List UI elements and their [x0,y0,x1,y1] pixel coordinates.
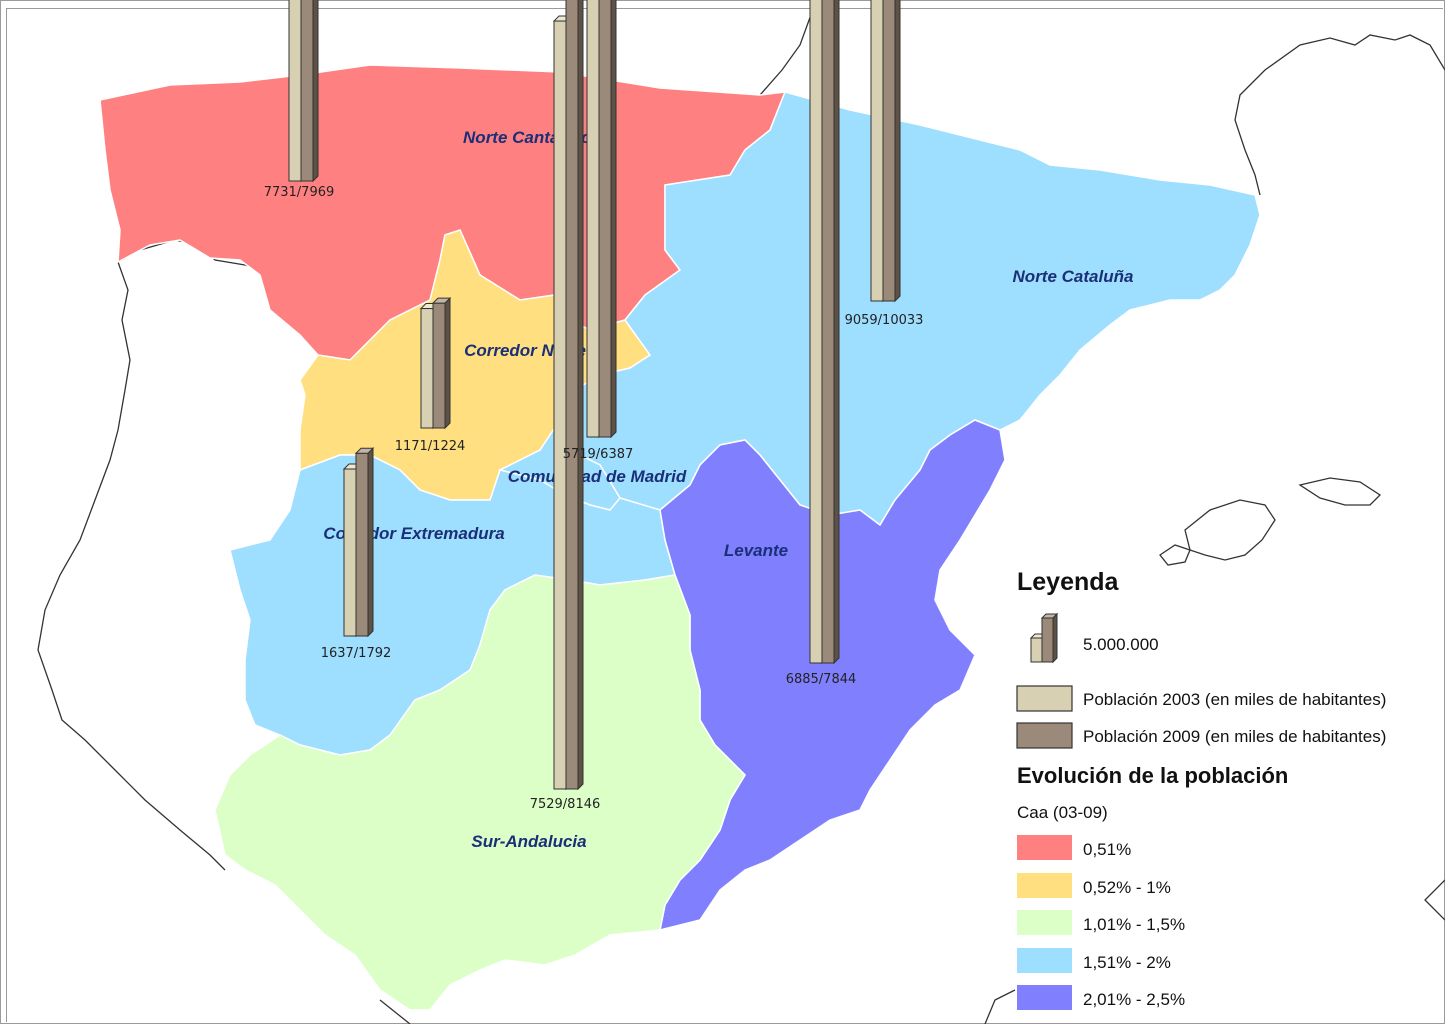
bar-2003-corredor-norte [420,308,434,429]
ibiza-island [1159,544,1191,566]
legend: Leyenda 5.000.000 Población 2003 (en mil… [1016,568,1386,1010]
label-sur-andalucia: Sur-Andalucia [471,832,586,851]
bar-2009-norte-cantabrico-side [312,0,319,183]
pop-label-corredor-norte: 1171/1224 [395,439,466,454]
bar-2009-corredor-norte-side [444,296,451,430]
bar-2009-corredor-extremadura-side [367,447,374,638]
pop-label-comunidad-madrid: 5719/6387 [563,447,634,462]
pop-label-norte-cataluna: 9059/10033 [845,313,924,328]
pop-label-levante: 6885/7844 [786,672,857,687]
regions [99,64,1261,1011]
legend-class-swatch-2 [1017,910,1072,935]
gibraltar-coast [379,999,411,1024]
bar-2003-norte-cataluna [870,0,884,302]
bar-2003-sur-andalucia [553,20,567,790]
legend-label-2009: Población 2009 (en miles de habitantes) [1083,727,1386,746]
legend-class-label-4: 2,01% - 2,5% [1083,990,1185,1009]
bar-2009-corredor-extremadura-top [354,447,375,454]
legend-class-label-1: 0,52% - 1% [1083,878,1171,897]
mallorca-island [1184,499,1276,561]
bar-2009-sur-andalucia-side [577,0,584,791]
legend-caa-title: Caa (03-09) [1017,803,1108,822]
bar-2003-levante [809,0,823,664]
bar-group-norte-cataluna [870,0,901,303]
bar-group-levante [809,0,840,665]
bar-group-comunidad-madrid [586,0,617,439]
bar-2003-comunidad-madrid [586,0,600,438]
bar-labels: 7731/7969 9059/10033 1171/1224 5719/6387… [264,185,924,812]
pop-label-norte-cantabrico: 7731/7969 [264,185,335,200]
bar-2009-corredor-extremadura [355,452,369,637]
bar-group-norte-cantabrico [288,0,319,183]
france-mediterranean-coast [1234,34,1445,196]
bar-group-corredor-norte [419,296,452,430]
menorca-island [1298,477,1382,506]
pop-label-corredor-extremadura: 1637/1792 [321,646,392,661]
region-sur-andalucia[interactable] [214,574,746,1011]
label-levante: Levante [724,541,788,560]
bar-group-corredor-extremadura [342,447,375,638]
legend-class-swatch-3 [1017,948,1072,973]
legend-class-swatch-0 [1017,835,1072,860]
bar-2009-comunidad-madrid-side [610,0,617,439]
bar-2009-levante [821,0,835,664]
bar-group-sur-andalucia [552,0,584,791]
legend-evolution-title: Evolución de la población [1017,763,1288,788]
right-edge-coast [1424,879,1445,921]
bar-2009-norte-cataluna-side [894,0,901,303]
bar-2003-corredor-extremadura [343,468,357,637]
africa-coast [984,989,1016,1024]
label-norte-cataluna: Norte Cataluña [1013,267,1134,286]
bar-2009-norte-cantabrico [300,0,314,182]
legend-label-2003: Población 2003 (en miles de habitantes) [1083,690,1386,709]
bar-2009-sur-andalucia [565,0,579,790]
legend-class-label-3: 1,51% - 2% [1083,953,1171,972]
legend-swatch-2009 [1016,722,1073,749]
legend-scale-bar-icon [1029,612,1059,664]
bar-2009-corredor-norte [432,302,446,429]
legend-classes: 0,51% 0,52% - 1% 1,01% - 1,5% 1,51% - 2%… [1017,835,1185,1010]
label-comunidad-madrid: Comunidad de Madrid [508,467,687,486]
bar-2009-corredor-norte-top [431,297,452,304]
map-inner-frame [6,8,1443,1022]
legend-class-label-0: 0,51% [1083,840,1131,859]
bar-2009-norte-cataluna [882,0,896,302]
bar-2003-norte-cantabrico [288,0,302,182]
france-coast [759,11,813,96]
legend-scale-value: 5.000.000 [1083,635,1159,654]
legend-title: Leyenda [1017,568,1120,596]
legend-swatch-2003 [1016,685,1073,712]
legend-class-label-2: 1,01% - 1,5% [1083,915,1185,934]
bar-2009-comunidad-madrid [598,0,612,438]
portugal-coast [37,261,226,871]
legend-class-swatch-1 [1017,873,1072,898]
population-bars [288,0,901,791]
bar-2009-levante-side [833,0,840,665]
pop-label-sur-andalucia: 7529/8146 [530,797,601,812]
legend-class-swatch-4 [1017,985,1072,1010]
